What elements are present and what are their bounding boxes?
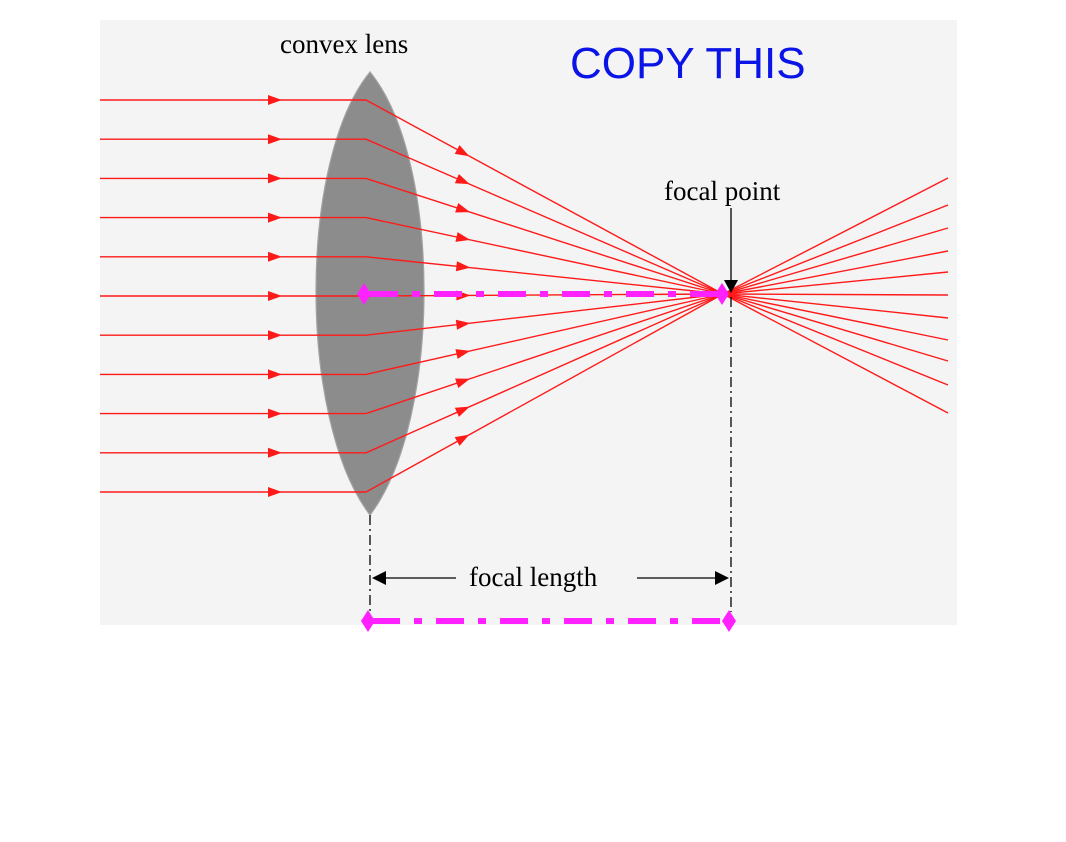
refracted-ray-arrow-10 bbox=[454, 406, 470, 417]
refracted-ray-arrow-2 bbox=[454, 174, 470, 185]
refracted-ray-1 bbox=[365, 99, 724, 295]
focal-length-arrowhead-left bbox=[372, 571, 386, 585]
focal-length-arrowhead-right bbox=[715, 571, 729, 585]
diagram-background bbox=[100, 20, 957, 625]
refracted-ray-3 bbox=[365, 177, 724, 295]
diverging-ray-2 bbox=[722, 204, 949, 295]
incoming-ray-arrow-3 bbox=[268, 173, 282, 184]
diverging-ray-4 bbox=[722, 250, 949, 295]
diverging-ray-7 bbox=[722, 293, 949, 319]
focal-length-label: focal length bbox=[469, 562, 598, 592]
refracted-ray-10 bbox=[365, 293, 724, 454]
focal-length-start-marker bbox=[361, 610, 375, 632]
refracted-ray-arrow-9 bbox=[455, 378, 470, 388]
refracted-ray-9 bbox=[365, 293, 724, 415]
lens-center-marker bbox=[357, 283, 371, 305]
incoming-ray-arrow-2 bbox=[268, 134, 282, 145]
diverging-ray-1 bbox=[722, 177, 949, 295]
refracted-ray-11 bbox=[365, 293, 724, 493]
refracted-ray-arrow-4 bbox=[455, 232, 471, 242]
incoming-ray-arrow-11 bbox=[268, 487, 282, 497]
focal-point-label: focal point bbox=[664, 176, 781, 206]
refracted-ray-arrow-8 bbox=[455, 349, 471, 359]
diverging-ray-3 bbox=[722, 227, 949, 295]
refracted-ray-arrow-1 bbox=[454, 145, 470, 157]
incoming-ray-arrow-4 bbox=[268, 212, 282, 223]
refracted-ray-5 bbox=[365, 256, 724, 295]
incoming-ray-arrow-10 bbox=[268, 447, 282, 458]
incoming-ray-arrow-8 bbox=[268, 369, 282, 380]
lens-label: convex lens bbox=[280, 29, 408, 59]
incoming-ray-arrow-7 bbox=[268, 330, 282, 341]
focal-point-pointer-head bbox=[724, 280, 738, 293]
refracted-ray-arrow-7 bbox=[455, 319, 471, 330]
refracted-ray-8 bbox=[365, 293, 724, 376]
light-rays bbox=[100, 95, 949, 497]
diverging-ray-11 bbox=[722, 293, 949, 414]
diverging-ray-9 bbox=[722, 293, 949, 362]
diverging-ray-5 bbox=[722, 271, 949, 295]
diverging-ray-10 bbox=[722, 293, 949, 386]
refracted-ray-2 bbox=[365, 138, 724, 295]
refracted-ray-arrow-5 bbox=[455, 261, 471, 272]
incoming-ray-arrow-1 bbox=[268, 95, 282, 105]
refracted-ray-7 bbox=[365, 293, 724, 336]
focal-point-marker bbox=[715, 283, 729, 305]
refracted-ray-4 bbox=[365, 216, 724, 295]
refracted-ray-arrow-3 bbox=[455, 203, 471, 213]
refracted-ray-arrow-11 bbox=[454, 434, 470, 446]
focal-length-end-marker bbox=[722, 610, 736, 632]
incoming-ray-arrow-9 bbox=[268, 408, 282, 419]
incoming-ray-arrow-6 bbox=[268, 291, 282, 301]
incoming-ray-arrow-5 bbox=[268, 251, 282, 262]
copy-this-label: COPY THIS bbox=[570, 39, 806, 88]
diverging-ray-8 bbox=[722, 293, 949, 341]
diverging-ray-6 bbox=[722, 293, 949, 296]
